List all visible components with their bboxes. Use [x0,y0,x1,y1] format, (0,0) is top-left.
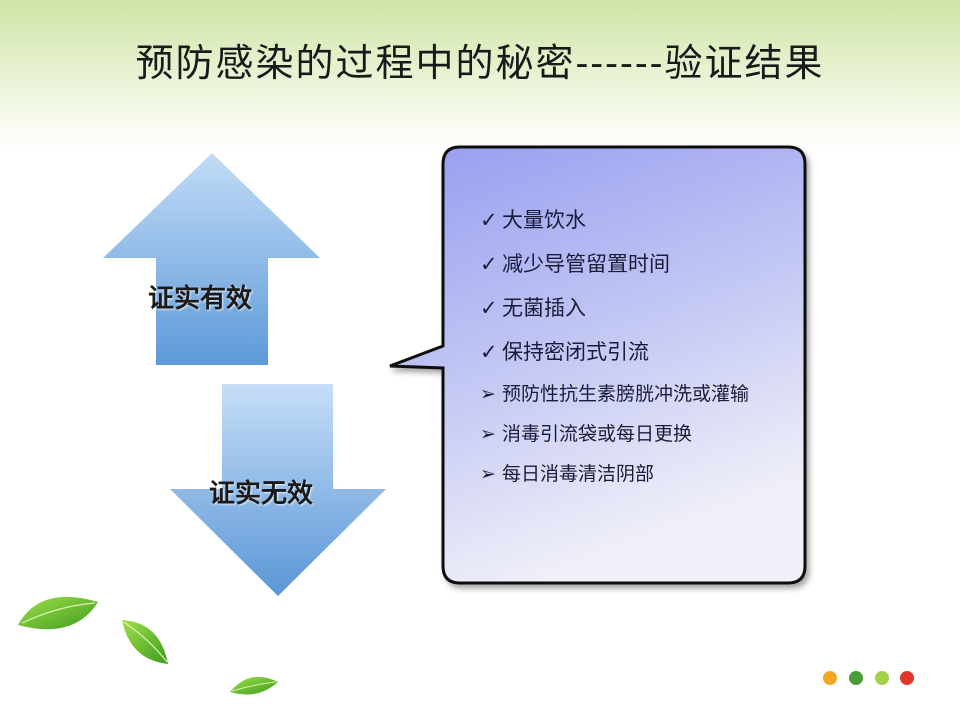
triangle-bullet-icon: ➢ [480,423,496,445]
list-item: ➢消毒引流袋或每日更换 [480,414,790,454]
down-arrow [170,384,386,596]
slide-title: 预防感染的过程中的秘密------验证结果 [135,41,825,85]
triangle-bullet-icon: ➢ [480,383,496,405]
list-item: ➢预防性抗生素膀胱冲洗或灌输 [480,374,780,414]
header-gradient-band [0,0,960,150]
list-item: ✓大量饮水 [480,198,790,242]
bubble-list: ✓大量饮水 ✓减少导管留置时间 ✓无菌插入 ✓保持密闭式引流 ➢预防性抗生素膀胱… [480,198,790,494]
list-item: ✓保持密闭式引流 [480,330,790,374]
leaf-icon [18,596,98,630]
decor-dot-green [849,671,863,685]
check-icon: ✓ [480,252,498,276]
up-arrow [103,153,320,365]
decor-dot-red [900,671,914,685]
list-item: ➢每日消毒清洁阴部 [480,454,790,494]
decor-dot-lime [875,671,889,685]
list-item: ✓减少导管留置时间 [480,242,790,286]
triangle-bullet-icon: ➢ [480,463,496,485]
up-arrow-label: 证实有效 [148,284,253,314]
leaf-icon [122,620,168,664]
check-icon: ✓ [480,208,498,232]
list-item: ✓无菌插入 [480,286,790,330]
decor-dot-orange [823,671,837,685]
check-icon: ✓ [480,340,498,364]
leaf-icon [230,676,278,695]
down-arrow-label: 证实无效 [209,479,314,509]
check-icon: ✓ [480,296,498,320]
